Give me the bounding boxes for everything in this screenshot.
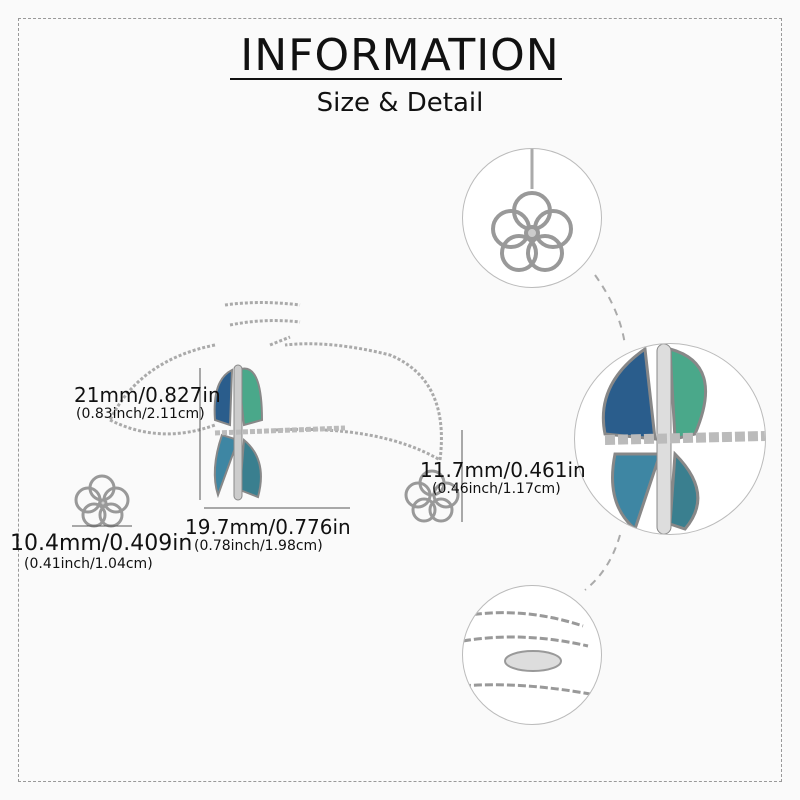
detail-dragonfly-circle bbox=[574, 343, 766, 535]
pendant-height-sub: (0.83inch/2.11cm) bbox=[76, 406, 205, 422]
page-title: INFORMATION bbox=[240, 30, 560, 81]
pendant-height-label: 21mm/0.827in bbox=[74, 383, 221, 407]
dragonfly-pendant bbox=[213, 364, 264, 501]
flower-charm-right bbox=[404, 469, 460, 523]
page-subtitle: Size & Detail bbox=[316, 88, 484, 118]
detail-flower-circle bbox=[462, 148, 602, 288]
flower-height-sub: (0.46inch/1.17cm) bbox=[432, 481, 561, 497]
detail-clasp-circle bbox=[462, 585, 602, 725]
flower-width-label: 10.4mm/0.409in bbox=[10, 531, 193, 556]
title-underline bbox=[230, 78, 562, 80]
flower-height-label: 11.7mm/0.461in bbox=[420, 458, 586, 482]
flower-charm-left bbox=[74, 474, 130, 528]
pendant-width-label: 19.7mm/0.776in bbox=[185, 515, 351, 539]
flower-width-sub: (0.41inch/1.04cm) bbox=[24, 556, 153, 572]
pendant-width-sub: (0.78inch/1.98cm) bbox=[194, 538, 323, 554]
dashed-frame bbox=[18, 18, 782, 782]
